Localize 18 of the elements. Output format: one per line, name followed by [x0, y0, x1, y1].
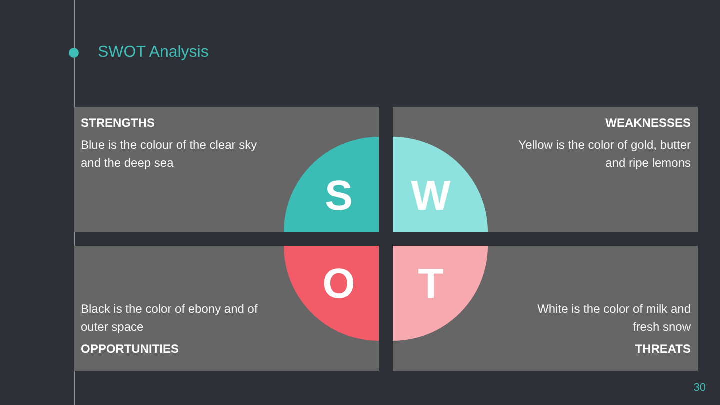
quadrant-letter: W: [411, 175, 451, 217]
quadrant-letter: S: [325, 175, 353, 217]
description-text: Black is the color of ebony and of outer space: [81, 301, 259, 336]
quadrant-letter: T: [418, 263, 444, 305]
description-text: White is the color of milk and fresh snow: [536, 301, 691, 336]
quadrant-panel: [74, 107, 379, 232]
quadrant-letter: O: [322, 263, 356, 305]
slide-title: SWOT Analysis: [98, 43, 209, 63]
quadrant-panel: [393, 107, 698, 232]
section-heading: WEAKNESSES: [606, 115, 691, 131]
description-text: Yellow is the color of gold, butter and ripe lemons: [518, 137, 691, 172]
quadrant-panel: [74, 246, 379, 371]
section-heading: STRENGTHS: [81, 115, 156, 131]
section-heading: OPPORTUNITIES: [81, 341, 180, 357]
description-text: Blue is the colour of the clear sky and the deep sea: [81, 137, 258, 172]
quadrant-panel: [393, 246, 698, 371]
page-number: 30: [694, 381, 706, 395]
section-heading: THREATS: [635, 341, 691, 357]
